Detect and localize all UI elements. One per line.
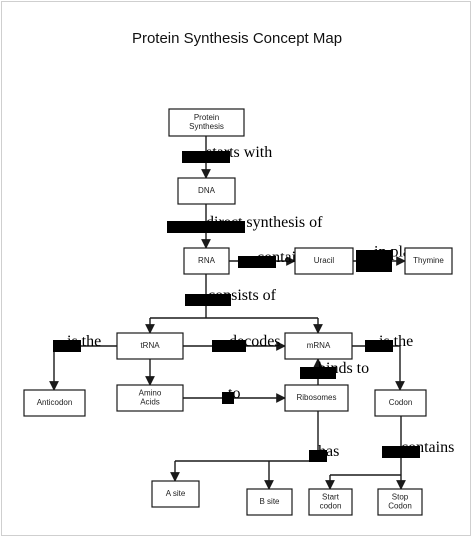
edge-label-text: has bbox=[318, 443, 339, 460]
node-thymine[interactable]: Thymine bbox=[404, 247, 453, 275]
edge-label-is-the-codon: is the bbox=[365, 333, 413, 352]
edge-trna-anti bbox=[49, 345, 117, 391]
node-ribosomes[interactable]: Ribosomes bbox=[284, 384, 349, 412]
node-label: Acids bbox=[140, 398, 160, 407]
edge-label-text: is the bbox=[67, 333, 101, 350]
node-label: Synthesis bbox=[189, 122, 224, 131]
edge-label-text: binds to bbox=[318, 360, 369, 377]
edge-label-text: starts with bbox=[206, 144, 272, 161]
edge-label-contains-codon: contains bbox=[382, 439, 454, 458]
node-label: DNA bbox=[198, 186, 216, 195]
node-label: Anticodon bbox=[37, 398, 73, 407]
edge-label-to: to bbox=[222, 385, 240, 404]
edge-label-text: to bbox=[228, 385, 240, 402]
edge-label-starts-with: starts with bbox=[182, 144, 272, 163]
edge-label-decodes: decodes bbox=[212, 333, 281, 352]
node-label: mRNA bbox=[307, 341, 331, 350]
node-label: tRNA bbox=[140, 341, 160, 350]
node-rna[interactable]: RNA bbox=[183, 247, 230, 275]
node-label: A site bbox=[166, 489, 186, 498]
edge-label-text: contains bbox=[401, 439, 454, 456]
node-b-site[interactable]: B site bbox=[246, 488, 293, 516]
node-anticodon[interactable]: Anticodon bbox=[23, 389, 86, 417]
node-label: Codon bbox=[389, 398, 413, 407]
diagram-title: Protein Synthesis Concept Map bbox=[131, 30, 343, 47]
node-label: Codon bbox=[388, 502, 412, 511]
node-mrna[interactable]: mRNA bbox=[284, 332, 353, 360]
node-label: Start bbox=[322, 493, 340, 502]
edge-label-has: has bbox=[309, 443, 339, 462]
edge-label-text: is the bbox=[379, 333, 413, 350]
edge-label-text: decodes bbox=[229, 333, 281, 350]
node-uracil[interactable]: Uracil bbox=[294, 247, 354, 275]
edge-label-is-the-anticodon: is the bbox=[53, 333, 101, 352]
edge-label-consists-of: consists of bbox=[185, 287, 277, 306]
edge-label-text: consists of bbox=[208, 287, 277, 304]
edges bbox=[49, 136, 406, 490]
node-label: Thymine bbox=[413, 256, 444, 265]
edge-label-text: of bbox=[374, 253, 388, 270]
node-label: Amino bbox=[139, 389, 162, 398]
node-label: Uracil bbox=[314, 256, 335, 265]
node-label: Stop bbox=[392, 493, 409, 502]
edge-label-direct-synthesis-of: direct synthesis of bbox=[167, 214, 323, 233]
node-dna[interactable]: DNA bbox=[177, 177, 236, 205]
node-a-site[interactable]: A site bbox=[151, 480, 200, 508]
node-label: B site bbox=[259, 497, 280, 506]
edge-label-binds-to: binds to bbox=[300, 360, 369, 379]
node-label: Ribosomes bbox=[296, 393, 336, 402]
node-trna[interactable]: tRNA bbox=[116, 332, 184, 360]
edge-label-text: direct synthesis of bbox=[206, 214, 323, 231]
node-label: Protein bbox=[194, 113, 219, 122]
node-label: codon bbox=[320, 502, 342, 511]
node-label: RNA bbox=[198, 256, 216, 265]
node-codon[interactable]: Codon bbox=[374, 389, 427, 417]
